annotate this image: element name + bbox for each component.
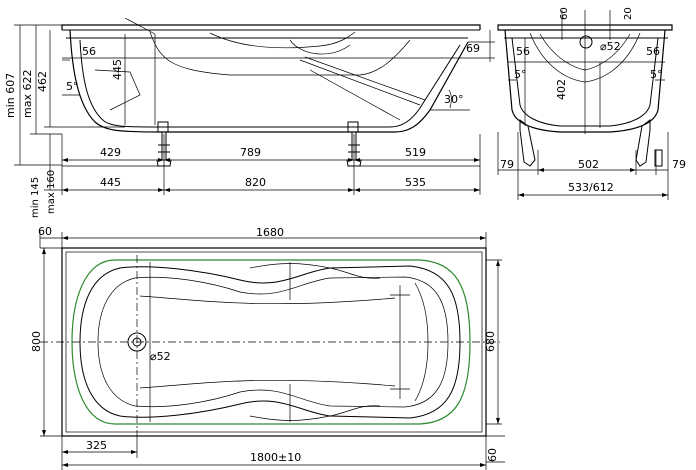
end-dim-79-right: 79 bbox=[672, 158, 686, 171]
end-dim-drain-diameter: ⌀52 bbox=[600, 40, 621, 53]
side-dim-5deg: 5° bbox=[66, 80, 79, 93]
side-dim-max160: max 160 bbox=[46, 170, 57, 214]
plan-dim-rim-left: 60 bbox=[38, 225, 52, 238]
side-dim-min607: min 607 bbox=[4, 73, 17, 118]
end-dim-533-612: 533/612 bbox=[568, 181, 614, 194]
side-dim-min145: min 145 bbox=[30, 177, 41, 218]
side-dim-820: 820 bbox=[245, 176, 266, 189]
end-dim-402: 402 bbox=[555, 79, 568, 100]
end-dim-20: 20 bbox=[623, 7, 634, 20]
end-dim-502: 502 bbox=[578, 158, 599, 171]
side-dim-519: 519 bbox=[405, 146, 426, 159]
side-dim-789: 789 bbox=[240, 146, 261, 159]
side-dim-429: 429 bbox=[100, 146, 121, 159]
end-dim-5deg-right: 5° bbox=[650, 68, 663, 81]
side-view: 56 445 5° 30° 69 min 607 max 622 462 429… bbox=[4, 17, 495, 218]
end-dim-79-left: 79 bbox=[500, 158, 514, 171]
plan-dim-rim-bottom: 60 bbox=[486, 448, 499, 462]
end-dim-56-left: 56 bbox=[516, 45, 530, 58]
plan-dim-drain-offset: 325 bbox=[86, 439, 107, 452]
plan-dim-width: 800 bbox=[30, 331, 43, 352]
side-dim-445: 445 bbox=[100, 176, 121, 189]
end-dim-60: 60 bbox=[559, 7, 570, 20]
end-dim-5deg-left: 5° bbox=[514, 68, 527, 81]
end-view: 60 20 56 ⌀52 56 5° 402 5° 79 502 79 533/… bbox=[497, 7, 686, 200]
side-dim-56: 56 bbox=[82, 45, 96, 58]
side-dim-30deg: 30° bbox=[444, 93, 464, 106]
plan-dim-inner-length: 1680 bbox=[256, 226, 284, 239]
side-dim-462: 462 bbox=[36, 71, 49, 92]
side-dim-535: 535 bbox=[405, 176, 426, 189]
plan-dim-drain-diameter: ⌀52 bbox=[150, 350, 171, 363]
side-dim-445-vertical: 445 bbox=[111, 59, 124, 80]
plan-view: 60 1680 800 680 ⌀52 325 1800±10 60 bbox=[30, 225, 505, 470]
side-dim-max622: max 622 bbox=[21, 70, 34, 118]
side-dim-69: 69 bbox=[466, 42, 480, 55]
end-dim-56-right: 56 bbox=[646, 45, 660, 58]
plan-dim-length: 1800±10 bbox=[250, 451, 301, 464]
plan-dim-inner-width: 680 bbox=[484, 331, 497, 352]
